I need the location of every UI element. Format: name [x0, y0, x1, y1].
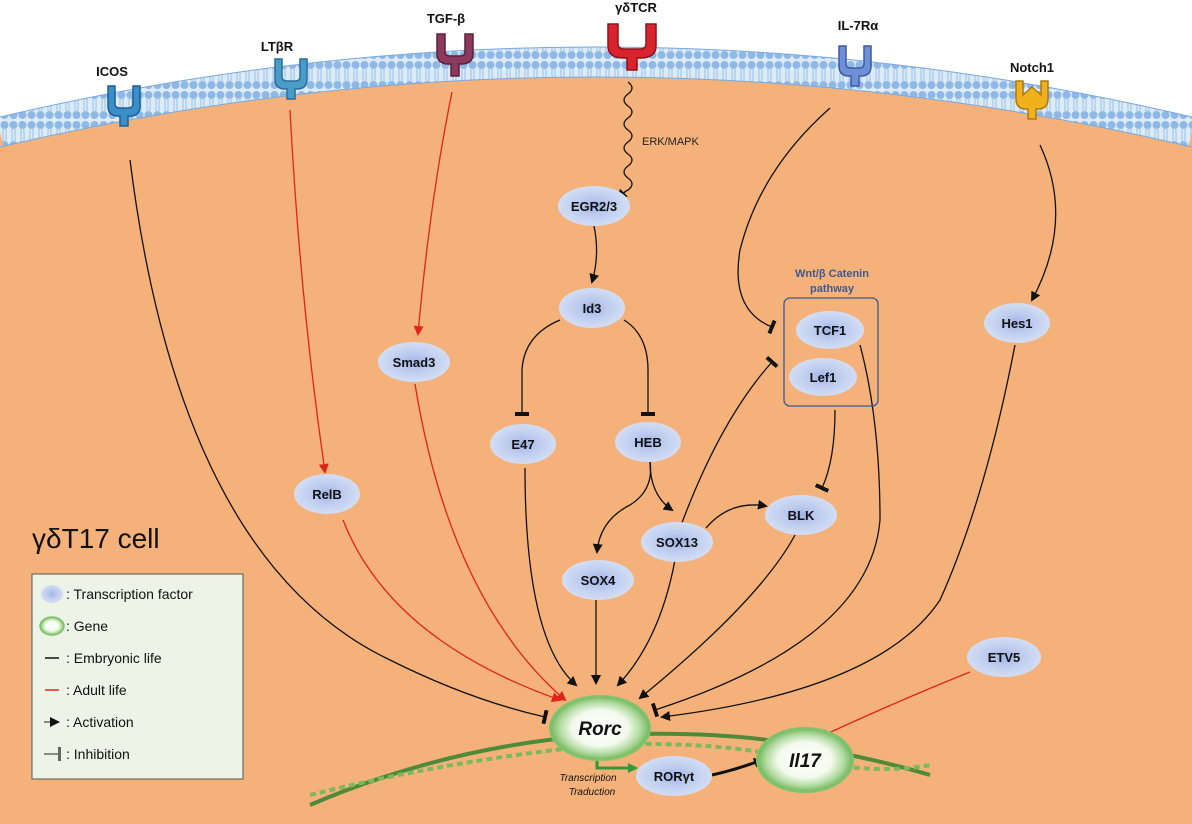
tf-rorgt [636, 756, 712, 796]
process-label-1: Transcription [559, 773, 616, 784]
edge-sox13-blk [705, 499, 768, 529]
receptor-icos-icon [107, 85, 141, 127]
tf-sox4 [562, 560, 634, 600]
gene-rorc-label: Rorc [578, 719, 622, 740]
tf-e47 [490, 424, 556, 464]
receptor-tgfb-label: TGF-β [427, 11, 465, 26]
cytoplasm [0, 60, 1192, 824]
legend-tf-icon [41, 585, 63, 603]
tf-smad3 [378, 342, 450, 382]
edge-smad3-rorc [414, 383, 567, 702]
edge-id3-e47 [515, 319, 561, 416]
tf-blk [765, 495, 837, 535]
tf-lef1 [789, 358, 857, 396]
adult-edges [289, 91, 971, 739]
receptor-gdtcr-label: γδTCR [615, 0, 657, 15]
legend-gene-icon [39, 616, 65, 636]
tf-relb-label: RelB [312, 487, 342, 502]
tf-egr-label: EGR2/3 [571, 199, 617, 214]
edge-ltbr-relb [289, 109, 329, 474]
tf-labels: EGR2/3 Id3 Smad3 E47 HEB RelB SOX13 SOX4… [312, 199, 1032, 784]
tf-sox13 [641, 522, 713, 562]
tf-blk-label: BLK [788, 508, 815, 523]
legend-gene-label: : Gene [66, 618, 108, 634]
tf-egr [558, 186, 630, 226]
tf-hes1 [984, 303, 1050, 343]
tf-id3 [559, 288, 625, 328]
edge-blk-rorc [638, 534, 796, 700]
gene-il17-label: Il17 [789, 751, 822, 772]
legend-activation-label: : Activation [66, 714, 134, 730]
tf-rorgt-label: RORγt [654, 769, 695, 784]
tf-heb [615, 422, 681, 462]
edge-tcr-egr [616, 81, 633, 199]
wnt-pathway-box [783, 297, 879, 407]
edge-tcf1-rorc [650, 344, 881, 718]
legend-embryonic-label: : Embryonic life [66, 650, 162, 666]
edge-heb-sox13 [649, 461, 674, 512]
edge-id3-heb [623, 319, 655, 416]
receptor-il7ra-icon [838, 45, 872, 87]
tf-id3-label: Id3 [583, 301, 602, 316]
legend-tf-label: : Transcription factor [66, 586, 193, 602]
tf-smad3-label: Smad3 [393, 355, 436, 370]
edge-il7-tcf1 [737, 107, 831, 335]
receptor-ltbr-label: LTβR [261, 39, 294, 54]
process-label-2: Traduction [569, 787, 616, 798]
receptor-icos-label: ICOS [96, 64, 128, 79]
tf-tcf1 [796, 311, 864, 349]
tf-lef1-label: Lef1 [810, 370, 837, 385]
gene-il17 [756, 727, 854, 793]
gene-rorc [549, 695, 651, 761]
edge-e47-rorc [524, 467, 578, 687]
edge-icos-rorc [129, 159, 549, 725]
embryonic-edges [129, 81, 1057, 725]
edge-notch-hes1 [1031, 144, 1057, 302]
edge-relb-rorc [342, 519, 562, 703]
receptor-gdtcr-icon [607, 23, 657, 71]
tf-sox13-label: SOX13 [656, 535, 698, 550]
wnt-box-title-2: pathway [810, 283, 855, 295]
tf-nodes [294, 186, 1050, 796]
tf-etv5 [967, 637, 1041, 677]
tf-e47-label: E47 [511, 437, 534, 452]
edge-heb-sox4 [592, 461, 652, 554]
edge-sox13-rorc [616, 559, 676, 687]
receptor-ltbr-icon [274, 58, 308, 100]
legend-box [31, 573, 244, 780]
dna-strand [309, 731, 931, 807]
edge-egr-id3 [589, 225, 600, 284]
cell-title: γδT17 cell [32, 523, 160, 554]
edge-etv5-il17 [818, 671, 971, 739]
legend: : Transcription factor : Gene : Embryoni… [39, 585, 193, 762]
tf-tcf1-label: TCF1 [814, 323, 847, 338]
tf-sox4-label: SOX4 [581, 573, 616, 588]
receptor-notch1-icon [1015, 80, 1049, 120]
legend-inhibition-label: : Inhibition [66, 746, 130, 762]
edge-tgfb-smad3 [413, 91, 453, 336]
edge-hes1-rorc [660, 344, 1016, 721]
wnt-box-title-1: Wnt/β Catenin [795, 268, 869, 280]
tf-hes1-label: Hes1 [1001, 316, 1032, 331]
receptor-notch1-label: Notch1 [1010, 60, 1054, 75]
legend-adult-label: : Adult life [66, 682, 127, 698]
receptor-il7ra-label: IL-7Rα [838, 18, 879, 33]
edge-lef1-blk [814, 409, 836, 493]
receptor-tgfb-icon [436, 33, 474, 77]
tf-etv5-label: ETV5 [988, 650, 1021, 665]
edge-sox13-tcf1 [679, 355, 779, 529]
tf-heb-label: HEB [634, 435, 661, 450]
erk-mapk-label: ERK/MAPK [642, 136, 700, 148]
tf-relb [294, 474, 360, 514]
